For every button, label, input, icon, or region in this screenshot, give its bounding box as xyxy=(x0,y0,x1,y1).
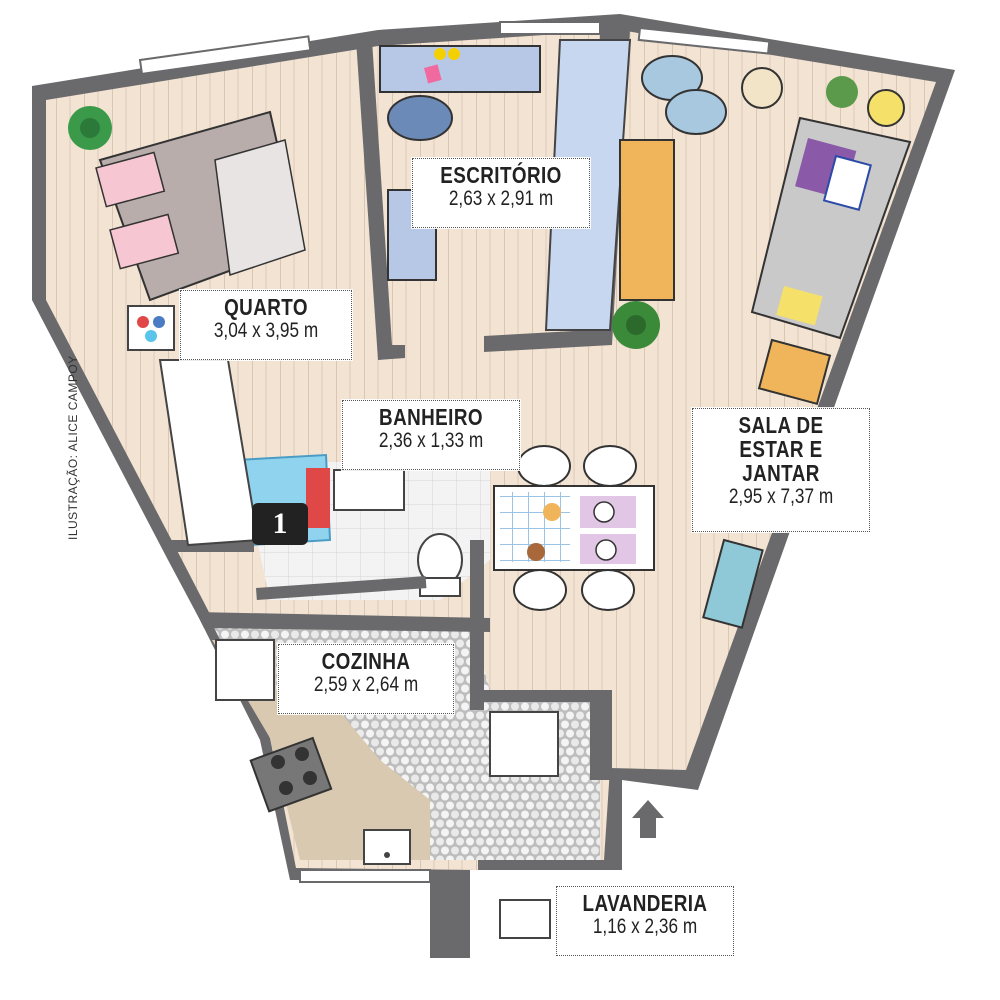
room-label-sala: SALA DE ESTAR E JANTAR 2,95 x 7,37 m xyxy=(692,408,870,532)
laundry-sink xyxy=(499,899,551,939)
room-name-escritorio: ESCRITÓRIO xyxy=(440,162,562,188)
room-label-quarto: QUARTO 3,04 x 3,95 m xyxy=(180,290,352,360)
stove-icon xyxy=(249,736,333,813)
plant-icon xyxy=(612,301,660,349)
sink-icon xyxy=(363,829,411,865)
rug xyxy=(702,538,764,629)
side-table xyxy=(757,338,832,406)
fridge xyxy=(215,639,275,701)
room-dims-lavanderia: 1,16 x 2,36 m xyxy=(592,915,698,938)
room-label-escritorio: ESCRITÓRIO 2,63 x 2,91 m xyxy=(412,158,590,228)
dining-set xyxy=(493,445,655,611)
art-frame xyxy=(127,305,175,351)
room-dims-quarto: 3,04 x 3,95 m xyxy=(213,319,319,342)
room-dims-sala: 2,95 x 7,37 m xyxy=(728,485,834,508)
bathroom-marker-badge: 1 xyxy=(252,503,308,545)
room-label-banheiro: BANHEIRO 2,36 x 1,33 m xyxy=(342,400,520,470)
entrance-arrow-icon xyxy=(632,800,664,838)
room-dims-cozinha: 2,59 x 2,64 m xyxy=(313,673,419,696)
room-name-cozinha: COZINHA xyxy=(321,648,411,674)
bathroom-sink xyxy=(333,469,405,511)
room-label-cozinha: COZINHA 2,59 x 2,64 m xyxy=(278,644,454,714)
sofa xyxy=(750,116,912,340)
room-name-lavanderia: LAVANDERIA xyxy=(582,890,708,916)
room-name-sala: SALA DE ESTAR E JANTAR xyxy=(738,412,824,486)
tv-panel xyxy=(619,139,675,301)
room-dims-escritorio: 2,63 x 2,91 m xyxy=(448,187,554,210)
shower-mat xyxy=(306,468,330,528)
office-chair xyxy=(387,95,453,141)
windows xyxy=(138,21,771,883)
washing-machine xyxy=(489,711,559,777)
room-label-lavanderia: LAVANDERIA 1,16 x 2,36 m xyxy=(556,886,734,956)
plant-icon xyxy=(68,106,112,150)
room-name-banheiro: BANHEIRO xyxy=(379,404,483,430)
bed xyxy=(95,110,306,302)
office-desk xyxy=(379,45,541,93)
armchairs xyxy=(641,55,905,135)
illustration-credit: ILUSTRAÇÃO: ALICE CAMPOY xyxy=(66,355,80,540)
room-name-quarto: QUARTO xyxy=(224,294,308,320)
toilet-icon xyxy=(417,533,463,597)
room-dims-banheiro: 2,36 x 1,33 m xyxy=(378,429,484,452)
